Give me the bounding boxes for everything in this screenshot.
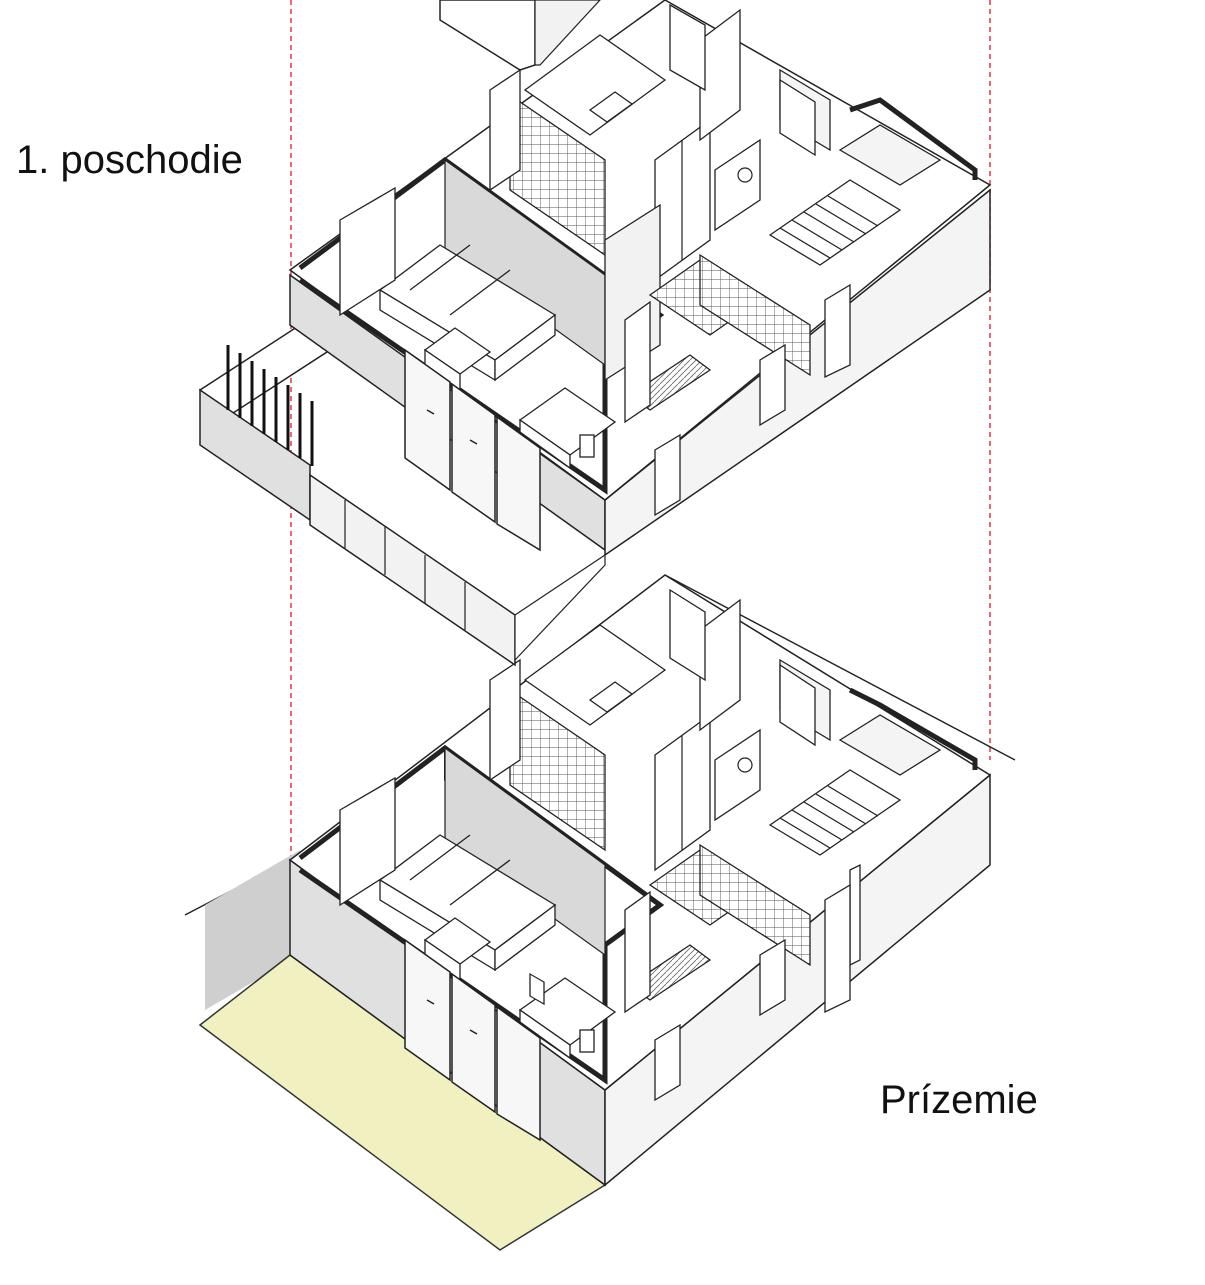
living-window [339,776,396,907]
chair-icon [737,167,753,183]
living-partition [444,746,606,957]
ground-floor-model [184,574,1016,1251]
bedroom-window [669,3,706,92]
study-window [779,78,816,157]
side-window [824,283,851,379]
bedroom-window [669,588,706,682]
desk [714,138,761,232]
side-door [849,863,861,967]
roof-box [439,0,536,71]
dining-set [518,972,617,1060]
living-window [339,186,396,317]
kitchen-door [624,300,651,424]
staircase [768,124,942,266]
coffee-table [423,327,492,392]
ground-floor-label: Prízemie [880,1078,1038,1122]
corner-window [654,433,681,517]
toilet-tile-wall [699,843,811,967]
toilet-tile-wall [699,253,811,377]
guide-lines [290,0,991,860]
dining-set [518,387,617,470]
glass-railing [309,473,516,667]
bathroom-door [489,658,521,782]
kitchen-window [759,938,786,1017]
staircase [768,714,942,856]
ground-line-right [664,574,1016,761]
front-right-wall [604,188,991,557]
chair-icon [737,757,753,773]
front-glass-doors [404,938,541,1142]
coffee-table [423,917,492,982]
side-window [824,883,851,1014]
desk [714,728,761,822]
balcony-parapet [199,388,311,522]
bathroom-door [489,68,521,192]
front-glass-doors [404,348,541,552]
study-window [779,663,816,747]
upper-floor-model [198,0,992,667]
kitchen-door [624,890,651,1014]
cast-shadow [205,850,300,1010]
balcony-screen [226,345,314,466]
upper-floor-label: 1. poschodie [16,138,243,182]
kitchen-window [759,343,786,427]
corner-window [654,1023,681,1102]
